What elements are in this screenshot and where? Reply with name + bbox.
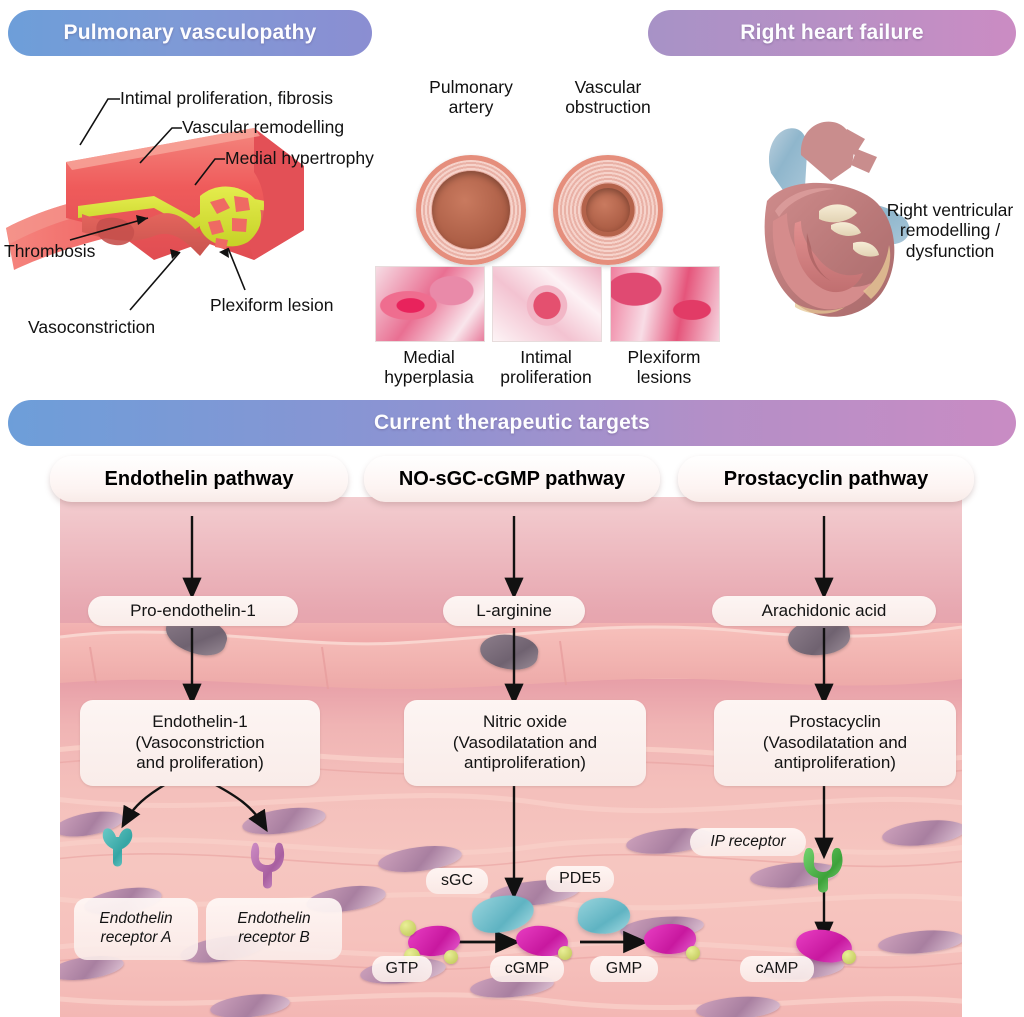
label-vascular-obstruction-line1: Vascular: [574, 77, 642, 97]
endothelin-receptor-a-icon: [102, 828, 133, 867]
vessel-illustration: [4, 110, 334, 310]
phosphate-group: [400, 920, 416, 936]
phosphate-group: [558, 946, 572, 960]
label-pulmonary-artery: Pulmonary artery: [400, 77, 542, 118]
endothelin-receptor-b-line1: Endothelin: [237, 910, 311, 928]
gtp-label: GTP: [385, 960, 419, 977]
label-pulmonary-artery-line1: Pulmonary: [429, 77, 513, 97]
endothelin-receptor-a-line2: receptor A: [100, 929, 172, 946]
chip-nitric-oxide: Nitric oxide (Vasodilatation and antipro…: [404, 700, 646, 786]
chip-nitric-oxide-line3: antiproliferation): [464, 753, 586, 773]
cross-section-pulmonary-artery: [416, 155, 526, 265]
label-vasoconstriction: Vasoconstriction: [28, 317, 156, 337]
vessel-artwork: [6, 128, 304, 270]
chip-endothelin-1-line3: and proliferation): [136, 753, 264, 773]
pathway-header-endothelin-label: Endothelin pathway: [104, 467, 294, 490]
banner-pulmonary-vasculopathy-label: Pulmonary vasculopathy: [63, 21, 317, 44]
label-histology-medial-hyperplasia: Medial hyperplasia: [373, 347, 485, 388]
ip-receptor-label: IP receptor: [710, 833, 786, 850]
pathway-header-prostacyclin-label: Prostacyclin pathway: [723, 467, 929, 490]
chip-nitric-oxide-line1: Nitric oxide: [482, 712, 568, 732]
endothelin-receptor-b-icon: [250, 842, 285, 889]
label-vascular-remodelling: Vascular remodelling: [182, 117, 345, 137]
rv-label-line1: Right ventricular: [886, 200, 1014, 220]
chip-l-arginine: L-arginine: [443, 596, 585, 626]
label-intimal-proliferation-line2: proliferation: [500, 367, 592, 388]
endothelin-receptor-a-line1: Endothelin: [99, 910, 173, 928]
label-histology-plexiform-lesions: Plexiform lesions: [608, 347, 720, 388]
histology-image-medial-hyperplasia: [375, 266, 485, 342]
chip-arachidonic-acid-label: Arachidonic acid: [761, 601, 887, 620]
chip-pro-endothelin-1: Pro-endothelin-1: [88, 596, 298, 626]
label-histology-intimal-proliferation: Intimal proliferation: [488, 347, 604, 388]
label-medial-hyperplasia-line2: hyperplasia: [384, 367, 474, 388]
label-intimal-proliferation-line1: Intimal: [520, 347, 572, 367]
label-vascular-obstruction: Vascular obstruction: [538, 77, 678, 118]
chip-endothelin-1: Endothelin-1 (Vasoconstriction and proli…: [80, 700, 320, 786]
pathway-header-no-sgc-cgmp[interactable]: NO-sGC-cGMP pathway: [364, 456, 660, 502]
phosphate-group: [686, 946, 700, 960]
label-right-ventricular-remodelling: Right ventricular remodelling / dysfunct…: [870, 200, 1024, 261]
ip-receptor-icon: [803, 847, 843, 893]
pathway-header-prostacyclin[interactable]: Prostacyclin pathway: [678, 456, 974, 502]
chip-pro-endothelin-1-label: Pro-endothelin-1: [130, 601, 256, 620]
pathway-header-endothelin[interactable]: Endothelin pathway: [50, 456, 348, 502]
chip-nitric-oxide-line2: (Vasodilatation and: [452, 732, 598, 752]
chip-endothelin-1-line1: Endothelin-1: [152, 712, 248, 732]
label-endothelin-receptor-b: Endothelin receptor B: [206, 898, 342, 960]
banner-right-heart-failure: Right heart failure: [648, 10, 1016, 56]
rv-label-line2: remodelling /: [899, 220, 1001, 241]
label-intimal-proliferation: Intimal proliferation, fibrosis: [120, 88, 333, 108]
phosphate-group: [444, 950, 458, 964]
chip-prostacyclin-line2: (Vasodilatation and: [762, 732, 908, 752]
cross-section-vascular-obstruction: [553, 155, 663, 265]
sgc-label: sGC: [441, 872, 473, 889]
label-camp: cAMP: [740, 956, 814, 982]
label-ip-receptor: IP receptor: [690, 828, 806, 856]
histology-image-plexiform-lesions: [610, 266, 720, 342]
label-endothelin-receptor-a: Endothelin receptor A: [74, 898, 198, 960]
label-gmp: GMP: [590, 956, 658, 982]
label-gtp: GTP: [372, 956, 432, 982]
histology-image-intimal-proliferation: [492, 266, 602, 342]
endothelin-receptor-b-line2: receptor B: [238, 929, 310, 946]
label-plexiform-lesion: Plexiform lesion: [210, 295, 334, 315]
heart-illustration: [735, 115, 920, 330]
label-medial-hyperplasia-line1: Medial: [403, 347, 455, 367]
heart-artwork: [764, 121, 910, 317]
chip-arachidonic-acid: Arachidonic acid: [712, 596, 936, 626]
label-medial-hypertrophy: Medial hypertrophy: [225, 148, 374, 168]
label-pde5: PDE5: [546, 866, 614, 892]
label-sgc: sGC: [426, 868, 488, 894]
label-thrombosis: Thrombosis: [4, 241, 96, 261]
pde5-label: PDE5: [559, 870, 601, 887]
banner-current-therapeutic-targets: Current therapeutic targets: [8, 400, 1016, 446]
phosphate-group: [842, 950, 856, 964]
banner-right-heart-failure-label: Right heart failure: [740, 21, 924, 44]
banner-current-therapeutic-targets-label: Current therapeutic targets: [373, 411, 651, 434]
lumen-normal: [432, 171, 510, 249]
cgmp-label: cGMP: [504, 960, 550, 977]
label-vascular-obstruction-line2: obstruction: [565, 97, 651, 118]
banner-pulmonary-vasculopathy: Pulmonary vasculopathy: [8, 10, 372, 56]
label-cgmp: cGMP: [490, 956, 564, 982]
chip-endothelin-1-line2: (Vasoconstriction: [135, 732, 265, 752]
lumen-obstructed: [586, 188, 630, 232]
gmp-label: GMP: [605, 960, 643, 977]
chip-prostacyclin: Prostacyclin (Vasodilatation and antipro…: [714, 700, 956, 786]
chip-prostacyclin-line1: Prostacyclin: [789, 712, 881, 732]
chip-l-arginine-label: L-arginine: [476, 601, 552, 620]
chip-prostacyclin-line3: antiproliferation): [774, 753, 896, 773]
camp-label: cAMP: [755, 960, 799, 977]
label-pulmonary-artery-line2: artery: [448, 97, 494, 118]
label-plexiform-lesions-line2: lesions: [636, 367, 692, 388]
rv-label-line3: dysfunction: [905, 240, 995, 261]
label-plexiform-lesions-line1: Plexiform: [627, 347, 701, 367]
pathway-header-no-sgc-cgmp-label: NO-sGC-cGMP pathway: [398, 467, 626, 490]
